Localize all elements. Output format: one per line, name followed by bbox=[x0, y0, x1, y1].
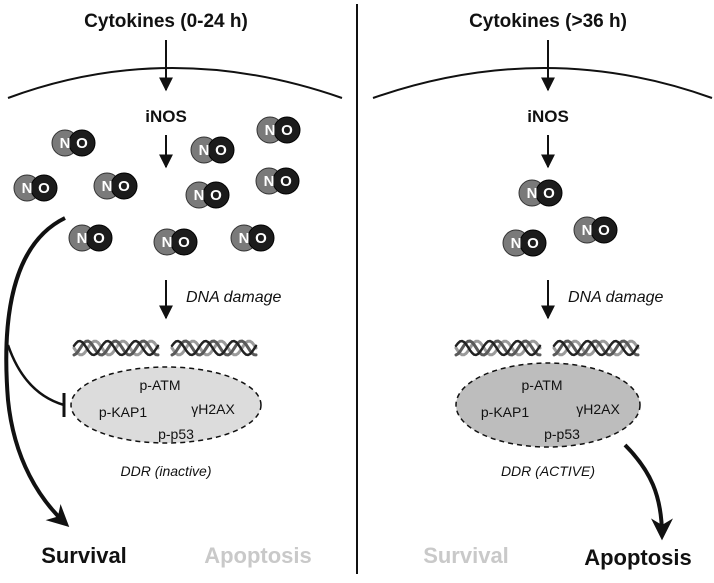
oxygen-atom bbox=[535, 179, 563, 207]
nitrogen-label: N bbox=[60, 135, 71, 152]
oxygen-atom bbox=[85, 224, 113, 252]
oxygen-label: O bbox=[255, 230, 267, 247]
oxygen-label: O bbox=[598, 222, 610, 239]
oxygen-atom bbox=[273, 116, 301, 144]
nitrogen-label: N bbox=[194, 187, 205, 204]
left-title: Cytokines (0-24 h) bbox=[84, 11, 248, 32]
left-survival-arrow bbox=[4, 216, 70, 527]
oxygen-label: O bbox=[76, 135, 88, 152]
right-cell-membrane bbox=[372, 67, 713, 99]
left-ddr-label: DDR (inactive) bbox=[120, 463, 211, 479]
oxygen-label: O bbox=[210, 187, 222, 204]
nitrogen-label: N bbox=[264, 173, 275, 190]
oxygen-label: O bbox=[93, 230, 105, 247]
dna-strand bbox=[454, 339, 542, 357]
right-ddr-label: DDR (ACTIVE) bbox=[501, 463, 595, 479]
left-outcome-apoptosis: Apoptosis bbox=[204, 543, 312, 568]
oxygen-label: O bbox=[38, 180, 50, 197]
left-dna-helix bbox=[72, 339, 258, 357]
left-dna-damage-label: DNA damage bbox=[186, 289, 282, 306]
oxygen-label: O bbox=[281, 122, 293, 139]
right-title: Cytokines (>36 h) bbox=[469, 11, 627, 32]
right-outcome-apoptosis: Apoptosis bbox=[584, 545, 692, 570]
dna-strand bbox=[552, 339, 640, 357]
oxygen-atom bbox=[590, 216, 618, 244]
oxygen-atom bbox=[68, 129, 96, 157]
right-dna-helix bbox=[454, 339, 640, 357]
dna-strand bbox=[170, 339, 258, 357]
oxygen-label: O bbox=[280, 173, 292, 190]
oxygen-atom bbox=[170, 228, 198, 256]
nitrogen-label: N bbox=[582, 222, 593, 239]
oxygen-atom bbox=[272, 167, 300, 195]
left-cell-membrane bbox=[7, 67, 343, 99]
oxygen-atom bbox=[519, 229, 547, 257]
dna-strand bbox=[72, 339, 160, 357]
left-outcome-survival: Survival bbox=[41, 543, 127, 568]
left-inhibition-line bbox=[6, 344, 65, 407]
right-protein-gh2ax: γH2AX bbox=[576, 401, 620, 417]
right-protein-patm: p-ATM bbox=[522, 377, 563, 393]
oxygen-atom bbox=[30, 174, 58, 202]
left-enzyme-label: iNOS bbox=[145, 107, 187, 126]
oxygen-atom bbox=[110, 172, 138, 200]
oxygen-atom bbox=[247, 224, 275, 252]
left-ddr-ellipse bbox=[70, 366, 262, 444]
right-apoptosis-arrow bbox=[623, 443, 673, 541]
oxygen-label: O bbox=[215, 142, 227, 159]
left-protein-patm: p-ATM bbox=[140, 377, 181, 393]
nitrogen-label: N bbox=[527, 185, 538, 202]
left-protein-pp53: p-p53 bbox=[158, 426, 194, 442]
left-protein-gh2ax: γH2AX bbox=[191, 401, 235, 417]
dna-strand bbox=[552, 339, 640, 357]
oxygen-atom bbox=[202, 181, 230, 209]
nitrogen-label: N bbox=[22, 180, 33, 197]
dna-strand bbox=[454, 339, 542, 357]
oxygen-label: O bbox=[527, 235, 539, 252]
dna-strand bbox=[170, 339, 258, 357]
left-protein-pkap1: p-KAP1 bbox=[99, 404, 147, 420]
dna-strand bbox=[72, 339, 160, 357]
right-dna-damage-label: DNA damage bbox=[568, 289, 664, 306]
right-outcome-survival: Survival bbox=[423, 543, 509, 568]
nitrogen-label: N bbox=[199, 142, 210, 159]
nitrogen-label: N bbox=[239, 230, 250, 247]
oxygen-atom bbox=[207, 136, 235, 164]
right-enzyme-label: iNOS bbox=[527, 107, 569, 126]
oxygen-label: O bbox=[178, 234, 190, 251]
nitrogen-label: N bbox=[102, 178, 113, 195]
oxygen-label: O bbox=[118, 178, 130, 195]
nitrogen-label: N bbox=[77, 230, 88, 247]
oxygen-label: O bbox=[543, 185, 555, 202]
nitrogen-label: N bbox=[265, 122, 276, 139]
nitrogen-label: N bbox=[162, 234, 173, 251]
right-protein-pp53: p-p53 bbox=[544, 426, 580, 442]
nitrogen-label: N bbox=[511, 235, 522, 252]
right-protein-pkap1: p-KAP1 bbox=[481, 404, 529, 420]
right-ddr-ellipse bbox=[455, 362, 641, 448]
